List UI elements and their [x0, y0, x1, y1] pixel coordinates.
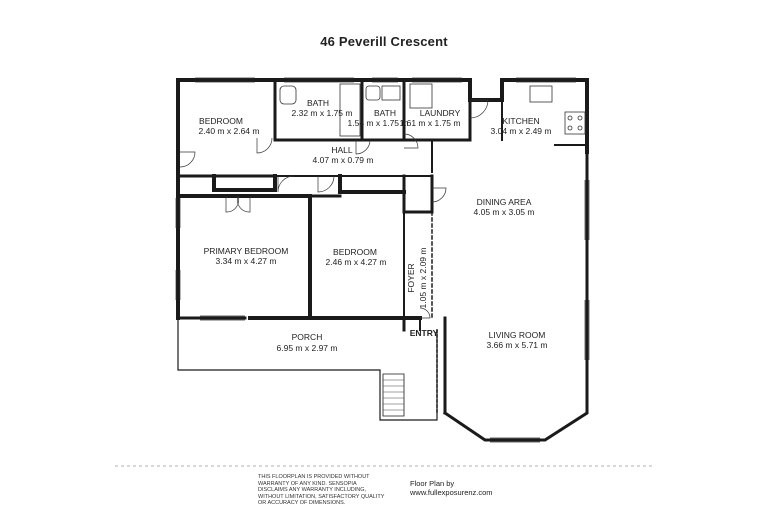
- room-name-bath1: BATH: [307, 98, 329, 108]
- room-dims-bedroom-2: 2.46 m x 4.27 m: [326, 257, 387, 267]
- windows: [175, 77, 590, 443]
- room-name-bath2: BATH: [374, 108, 396, 118]
- room-dims-hall: 4.07 m x 0.79 m: [313, 155, 374, 165]
- room-name-hall: HALL: [331, 145, 353, 155]
- room-name-entry: ENTRY: [410, 328, 439, 338]
- room-labels: BEDROOM 2.40 m x 2.64 m BATH 2.32 m x 1.…: [199, 98, 552, 353]
- room-dims-porch: 6.95 m x 2.97 m: [277, 343, 338, 353]
- fixtures: [279, 83, 586, 137]
- room-name-living-room: LIVING ROOM: [489, 330, 546, 340]
- disclaimer-line: OR ACCURACY OF DIMENSIONS.: [258, 500, 346, 507]
- doors: [179, 99, 489, 319]
- room-dims-dining: 4.05 m x 3.05 m: [474, 207, 535, 217]
- room-name-bedroom-2: BEDROOM: [333, 247, 377, 257]
- plan-title: 46 Peverill Crescent: [320, 34, 448, 49]
- room-name-foyer: FOYER: [406, 263, 416, 292]
- room-dims-bath2: 1.54 m x 1.75 m: [348, 118, 409, 128]
- room-dims-bath1: 2.32 m x 1.75 m: [292, 108, 353, 118]
- room-name-porch: PORCH: [292, 332, 323, 342]
- walls: [176, 78, 589, 442]
- disclaimer-line: WITHOUT LIMITATION, SATISFACTORY QUALITY: [258, 493, 385, 500]
- room-name-bedroom: BEDROOM: [199, 116, 243, 126]
- room-name-dining: DINING AREA: [477, 197, 532, 207]
- room-dims-living-room: 3.66 m x 5.71 m: [487, 340, 548, 350]
- disclaimer: THIS FLOORPLAN IS PROVIDED WITHOUT WARRA…: [258, 474, 384, 507]
- room-dims-kitchen: 3.04 m x 2.49 m: [491, 126, 552, 136]
- room-dims-foyer: 1.05 m x 2.09 m: [418, 248, 428, 309]
- credit: Floor Plan by www.fullexposurenz.com: [410, 479, 493, 497]
- room-dims-primary-bedroom: 3.34 m x 4.27 m: [216, 256, 277, 266]
- disclaimer-line: WARRANTY OF ANY KIND. SENSOPIA: [258, 480, 357, 487]
- disclaimer-line: THIS FLOORPLAN IS PROVIDED WITHOUT: [258, 474, 370, 480]
- room-name-kitchen: KITCHEN: [502, 116, 539, 126]
- room-name-primary-bedroom: PRIMARY BEDROOM: [204, 246, 289, 256]
- credit-label: Floor Plan by: [410, 479, 455, 488]
- room-name-laundry: LAUNDRY: [420, 108, 461, 118]
- room-dims-laundry: 1.61 m x 1.75 m: [400, 118, 461, 128]
- porch-steps: [383, 379, 404, 411]
- room-dims-bedroom: 2.40 m x 2.64 m: [199, 126, 260, 136]
- credit-url: www.fullexposurenz.com: [410, 488, 493, 497]
- disclaimer-line: DISCLAIMS ANY WARRANTY INCLUDING,: [258, 487, 367, 494]
